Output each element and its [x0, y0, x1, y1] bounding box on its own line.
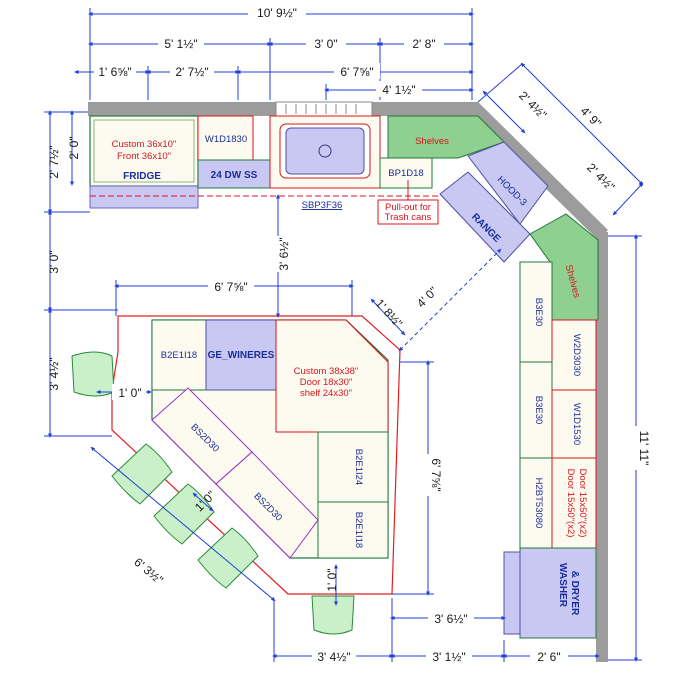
- w2d3030-label: W2D3030: [571, 334, 582, 376]
- fridge-label: FRIDGE: [123, 171, 161, 182]
- ge-wineres-label: GE_WINERES: [208, 350, 275, 361]
- b3e30-top-label: B3E30: [533, 298, 544, 327]
- dim-bottom-a: 3' 4½": [317, 650, 350, 664]
- top-corner-shelves[interactable]: [387, 115, 505, 159]
- sbp3f36-label: SBP3F36: [302, 200, 343, 211]
- dim-diag-overall: 4' 9": [578, 104, 604, 130]
- dim-aisle-vertical: 3' 6½": [277, 237, 291, 270]
- wine-fridge[interactable]: [205, 319, 277, 391]
- dim-island-bottom-diag: 6' 3½": [131, 555, 165, 587]
- dim-island-corner: 1' 8½": [373, 296, 406, 330]
- island-base-b2e1i18-top[interactable]: [151, 319, 207, 391]
- dim-top-right-run: 2' 8": [412, 37, 435, 51]
- fridge-base: [89, 185, 199, 209]
- wall-w2d3030[interactable]: [551, 319, 597, 391]
- dim-top-overall: 10' 9½": [257, 6, 297, 20]
- pullout-callout: [377, 199, 439, 225]
- bp1d18-label: BP1D18: [388, 168, 423, 179]
- dim-island-top: 6' 7⅝": [214, 280, 247, 294]
- dishwasher-label: 24 DW SS: [211, 170, 258, 181]
- dim-top-b: 2' 7½": [175, 65, 208, 79]
- custom-spec-line-2: Door 18x30": [300, 377, 353, 388]
- w1d1530-label: W1D1530: [571, 403, 582, 445]
- wall-cabinet-w1d1830[interactable]: [197, 115, 254, 161]
- dim-diag-b: 2' 4½": [584, 160, 617, 193]
- stool-diag-1: [111, 443, 173, 505]
- washer-line-2: & DRYER: [569, 571, 580, 616]
- h2bt-label: H2BT53080: [533, 478, 544, 529]
- island-base-b2e1i24[interactable]: [317, 431, 389, 503]
- dim-top-mid-run: 3' 0": [314, 37, 337, 51]
- door-spec-line-2: Door 15x50"(x2): [577, 469, 588, 538]
- fridge-cabinet[interactable]: [89, 115, 199, 187]
- fridge-spec-line-2: Front 36x10": [117, 151, 171, 162]
- dimension-labels: 10' 9½" 5' 1½" 3' 0" 2' 8" 1' 6⅝" 2' 7½"…: [47, 4, 651, 664]
- base-b3e30-bottom[interactable]: [519, 361, 553, 459]
- b2e1i18-bottom-label: B2E1I18: [353, 512, 364, 548]
- fridge-spec-line-1: Custom 36x10": [112, 139, 177, 150]
- washer-dryer[interactable]: [519, 547, 597, 639]
- hood[interactable]: [467, 141, 549, 225]
- dim-aisle-right: 3' 6½": [434, 612, 467, 626]
- door-spec-line-1: Door 15x50"(x2): [565, 469, 576, 538]
- pullout-line-1: Pull-out for: [385, 202, 431, 213]
- dim-right-overall: 11' 11": [637, 431, 651, 466]
- top-run: Custom 36x10" Front 36x10" FRIDGE W1D183…: [89, 115, 505, 225]
- custom-spec-line-1: Custom 38x38": [294, 366, 359, 377]
- pullout-line-2: Trash cans: [385, 212, 432, 223]
- dim-diag-a: 2' 4½": [516, 88, 549, 121]
- right-run: B3E30 W2D3030 B3E30 W1D1530 H2BT53080 Do…: [503, 261, 597, 639]
- dim-top-d: 4' 1½": [382, 83, 415, 97]
- dim-seat-overhang-left: 1' 0": [118, 386, 141, 400]
- dim-left-a: 2' 7½": [47, 145, 61, 178]
- dim-top-left-run: 5' 1½": [164, 37, 197, 51]
- dim-left-c: 3' 0": [47, 250, 61, 273]
- b2e1i24-label: B2E1I24: [353, 449, 364, 485]
- dim-seat-overhang-bottom: 1' 0": [325, 568, 339, 591]
- b3e30-bottom-label: B3E30: [533, 396, 544, 425]
- dim-top-c: 6' 7⅝": [340, 65, 373, 79]
- stool-left: [71, 351, 115, 397]
- island-custom-corner[interactable]: [275, 319, 389, 433]
- right-wall: [596, 232, 608, 662]
- top-shelves-label: Shelves: [415, 136, 449, 147]
- base-cabinet-bp1d18[interactable]: [379, 157, 433, 189]
- washer-line-1: WASHER: [557, 563, 568, 608]
- stool-bottom: [311, 595, 355, 635]
- island-base-b2e1i18-bottom[interactable]: [317, 501, 389, 559]
- dim-bottom-c: 2' 6": [537, 650, 560, 664]
- custom-spec-line-3: shelf 24x30": [300, 388, 352, 399]
- diagonal-run: HOOD-3 RANGE Shelves: [439, 141, 599, 321]
- dim-top-a: 1' 6⅝": [98, 65, 131, 79]
- tall-h2bt53080[interactable]: [519, 457, 553, 549]
- b2e1i18-top-label: B2E1I18: [161, 350, 197, 361]
- dim-left-b: 2' 0": [67, 136, 81, 159]
- dim-left-d: 3' 4½": [47, 357, 61, 390]
- w1d1830-label: W1D1830: [205, 134, 247, 145]
- dim-island-right: 6' 7⅝": [429, 458, 443, 491]
- dim-bottom-b: 3' 1½": [432, 650, 465, 664]
- window-frame: [275, 101, 373, 117]
- sink-drain: [318, 144, 332, 158]
